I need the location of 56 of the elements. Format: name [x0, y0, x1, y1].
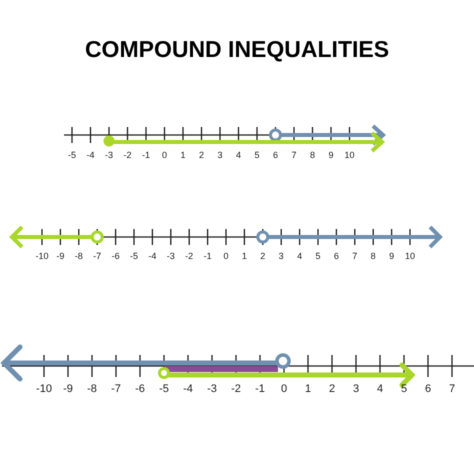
tick-label: 6 — [273, 150, 278, 160]
tick-label: 5 — [316, 251, 320, 261]
tick-label: -3 — [207, 383, 217, 395]
tick-label: -4 — [86, 150, 94, 160]
tick-label: -9 — [63, 383, 73, 395]
tick-label: 3 — [218, 150, 222, 160]
title: COMPOUND INEQUALITIES — [84, 36, 390, 63]
tick-label: 10 — [405, 251, 415, 261]
tick-label: -1 — [255, 383, 265, 395]
tick-label: -5 — [130, 251, 138, 261]
tick-label: 4 — [236, 150, 241, 160]
tick-label: -10 — [36, 383, 52, 395]
tick-label: -2 — [185, 251, 194, 261]
tick-label: -7 — [111, 383, 121, 395]
tick-label: -10 — [36, 251, 48, 261]
tick-label: 7 — [292, 150, 296, 160]
tick-label: 8 — [310, 150, 315, 160]
tick-label: -4 — [148, 251, 156, 261]
tick-label: 2 — [260, 251, 266, 261]
tick-label: 0 — [280, 383, 288, 395]
tick-label: 10 — [344, 150, 354, 160]
tick-label: -2 — [231, 383, 241, 395]
tick-label: -8 — [87, 383, 97, 395]
tick-label: 1 — [304, 383, 312, 395]
tick-label: 0 — [162, 150, 167, 160]
tick-label: -1 — [142, 150, 150, 160]
tick-label: 2 — [328, 383, 336, 395]
tick-label: -6 — [112, 251, 120, 261]
tick-label: 4 — [376, 383, 384, 395]
tick-label: 3 — [278, 251, 284, 261]
tick-label: 2 — [199, 150, 204, 160]
tick-label: 7 — [352, 251, 358, 261]
tick-label: 9 — [328, 150, 334, 160]
tick-label: 4 — [297, 251, 302, 261]
tick-label: -6 — [135, 383, 145, 395]
tick-label: 8 — [370, 251, 376, 261]
tick-label: 7 — [448, 383, 456, 395]
tick-label: -3 — [166, 251, 175, 261]
tick-label: 1 — [180, 150, 186, 160]
tick-label: -8 — [74, 251, 83, 261]
tick-label: -9 — [56, 251, 64, 261]
tick-label: -5 — [159, 383, 169, 395]
tick-label: 3 — [352, 383, 360, 395]
tick-label: 1 — [242, 251, 247, 261]
tick-label: -7 — [93, 251, 102, 261]
tick-label: 9 — [389, 251, 394, 261]
tick-label: 6 — [334, 251, 339, 261]
tick-label: 6 — [424, 383, 432, 395]
tick-label: 5 — [400, 383, 408, 395]
tick-label: -1 — [204, 251, 212, 261]
tick-label: -3 — [105, 150, 113, 160]
tick-label: 5 — [254, 150, 260, 160]
tick-label: -2 — [124, 150, 132, 160]
tick-label: -5 — [68, 150, 76, 160]
tick-label: 0 — [224, 251, 228, 261]
tick-label: -4 — [183, 383, 193, 395]
